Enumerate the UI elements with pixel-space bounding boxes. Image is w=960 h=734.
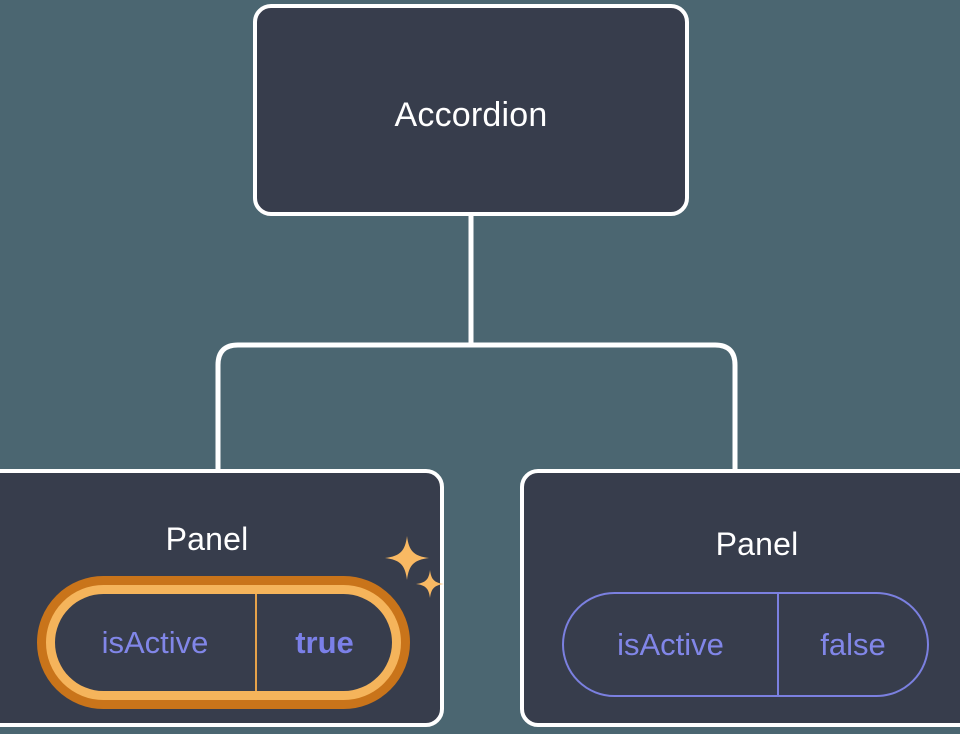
prop-pill-isactive-true[interactable]: isActive true [37,576,410,709]
node-accordion[interactable]: Accordion [253,4,689,216]
prop-pill-inner: isActive true [55,594,392,691]
connector-branch-right [471,342,738,469]
prop-key: isActive [55,594,257,691]
prop-pill-isactive-false[interactable]: isActive false [562,592,929,697]
connector-branch-left [215,342,471,469]
node-panel-active[interactable]: Panel isActive true [0,469,444,727]
node-panel-inactive-label: Panel [715,526,799,562]
prop-key: isActive [564,594,779,695]
node-panel-active-label: Panel [165,521,249,557]
node-accordion-label: Accordion [394,96,548,134]
node-panel-inactive[interactable]: Panel isActive false [520,469,960,727]
prop-value: true [295,624,354,660]
prop-value: false [820,626,886,662]
